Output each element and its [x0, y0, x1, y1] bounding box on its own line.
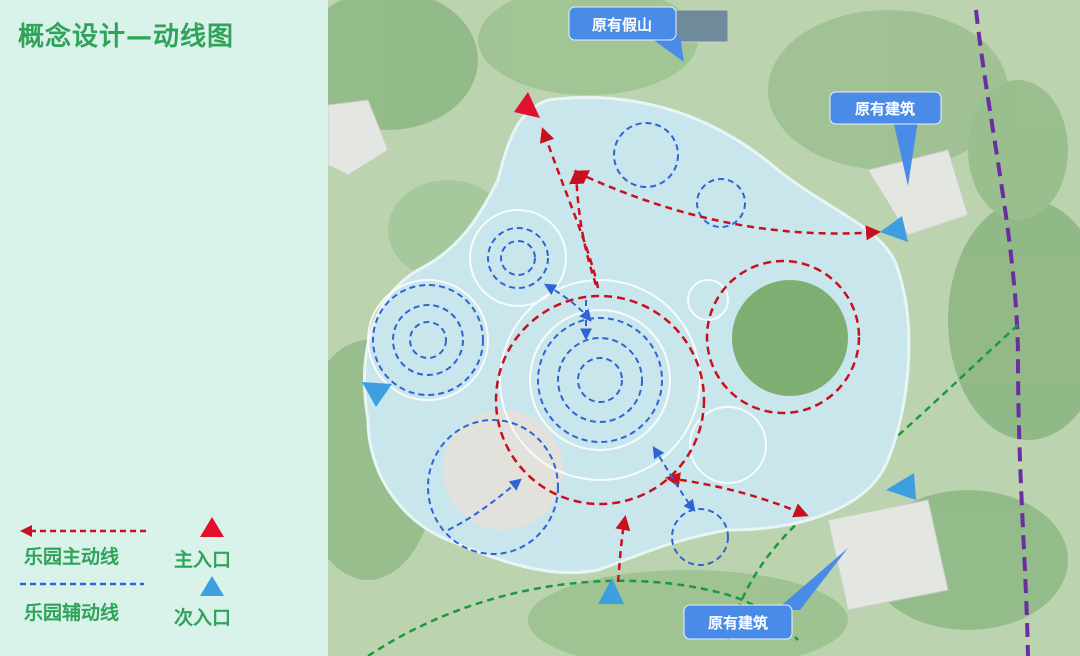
aux-route-arrows — [447, 283, 696, 531]
main-route-loops — [494, 259, 861, 506]
legend-aux-route-label: 乐园辅动线 — [24, 602, 120, 624]
secondary-entrance-marker-east-icon — [880, 216, 908, 242]
tree-cluster — [732, 280, 848, 396]
aux-route-loops — [372, 122, 746, 566]
decorative-rings — [367, 209, 767, 484]
legend-secondary-entrance-triangle-icon — [200, 576, 224, 596]
green-path-right — [726, 324, 1019, 641]
secondary-entrance-marker-south-icon — [598, 578, 624, 604]
callout-rockery-label: 原有假山 — [592, 16, 652, 34]
legend-main-route-label: 乐园主动线 — [24, 546, 120, 568]
main-entrance-marker-icon — [514, 92, 540, 118]
legend-panel: 概念设计—动线图 乐园主动线 乐园辅动线 主入口 次入口 — [0, 0, 328, 656]
secondary-entrance-marker-southeast-icon — [886, 473, 916, 500]
existing-structures — [328, 9, 969, 611]
legend-main-entrance-triangle-icon — [200, 517, 224, 537]
callout-rockery: 原有假山 — [568, 6, 684, 62]
plaza-hardscape — [443, 410, 563, 530]
site-plan-map: 原有假山 原有建筑 原有建筑 — [328, 0, 1080, 656]
callout-building-bottom-label: 原有建筑 — [708, 614, 768, 632]
purple-perimeter-path — [974, 9, 1030, 656]
callout-building-bottom: 原有建筑 — [683, 548, 848, 640]
legend-secondary-entrance-label: 次入口 — [174, 607, 232, 629]
callout-building-top-label: 原有建筑 — [855, 100, 915, 118]
legend-graphics — [20, 517, 224, 596]
secondary-entrance-marker-west-icon — [362, 382, 392, 407]
callout-building-top: 原有建筑 — [829, 91, 942, 186]
legend-main-route-arrow-icon — [20, 525, 148, 537]
legend-main-entrance-label: 主入口 — [174, 549, 232, 571]
page-title: 概念设计—动线图 — [18, 22, 235, 52]
